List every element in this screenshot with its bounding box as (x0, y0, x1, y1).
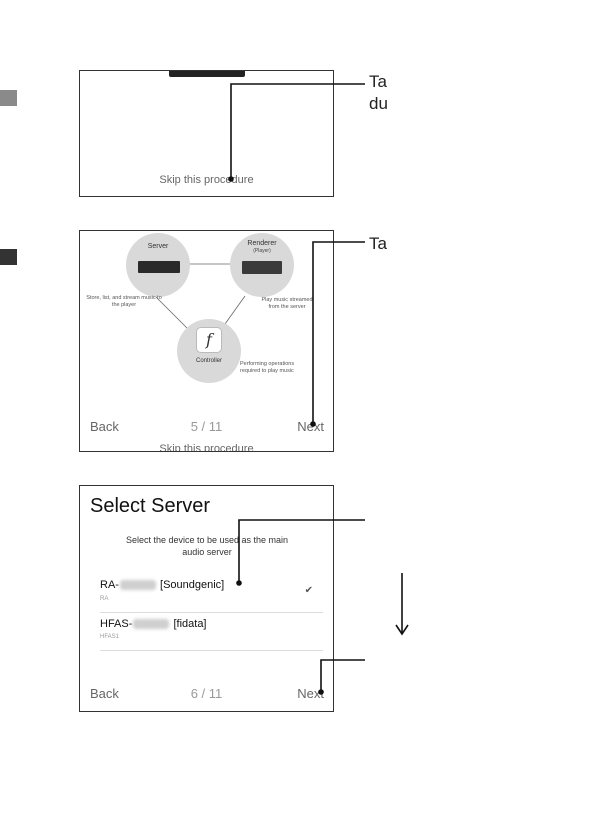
annotation-2: Ta (369, 234, 387, 253)
server-model: RA (100, 596, 109, 602)
server-device-icon (138, 261, 180, 273)
checkmark-icon: ✔ (304, 585, 313, 596)
device-image-bar (169, 71, 245, 77)
instruction-text: Select the device to be used as the main… (125, 535, 289, 557)
server-model: HFAS1 (100, 634, 120, 640)
renderer-sub-label: (Player) (253, 248, 271, 254)
page-indicator: 6 / 11 (190, 686, 223, 701)
skip-procedure-link[interactable]: Skip this procedure (159, 174, 254, 186)
redacted-serial (119, 580, 156, 591)
screenshot-1: Skip this procedure (79, 70, 334, 197)
server-name: HFAS- [fidata] (100, 618, 207, 630)
section-tab-light (0, 90, 17, 106)
server-label: Server (147, 243, 169, 250)
controller-label: Controller (195, 358, 222, 364)
redacted-serial (133, 619, 170, 630)
server-name: RA- [Soundgenic] (100, 579, 225, 591)
page-title: Select Server (90, 495, 211, 517)
controller-app-icon: f (196, 327, 222, 353)
section-tab-dark (0, 249, 17, 265)
annotation-1: Ta du (369, 72, 388, 113)
page-indicator: 5 / 11 (190, 419, 223, 434)
next-button[interactable]: Next (297, 686, 324, 701)
next-button[interactable]: Next (297, 419, 324, 434)
back-button[interactable]: Back (90, 686, 119, 701)
screenshot-3: Select Server Select the device to be us… (79, 485, 334, 712)
server-list-item[interactable]: RA- [Soundgenic] RA ✔ (100, 576, 323, 613)
controller-description: Performing operations required to play m… (240, 361, 295, 374)
back-button[interactable]: Back (90, 419, 119, 434)
server-description: Store, list, and stream music to the pla… (86, 295, 162, 308)
renderer-label: Renderer (247, 240, 277, 247)
renderer-device-icon (242, 261, 282, 274)
skip-procedure-link[interactable]: Skip this procedure (159, 443, 254, 452)
renderer-description: Play music streamed from the server (261, 297, 313, 310)
screenshot-2: Server Renderer (Player) f Controller St… (79, 230, 334, 452)
server-list-item[interactable]: HFAS- [fidata] HFAS1 (100, 614, 323, 651)
